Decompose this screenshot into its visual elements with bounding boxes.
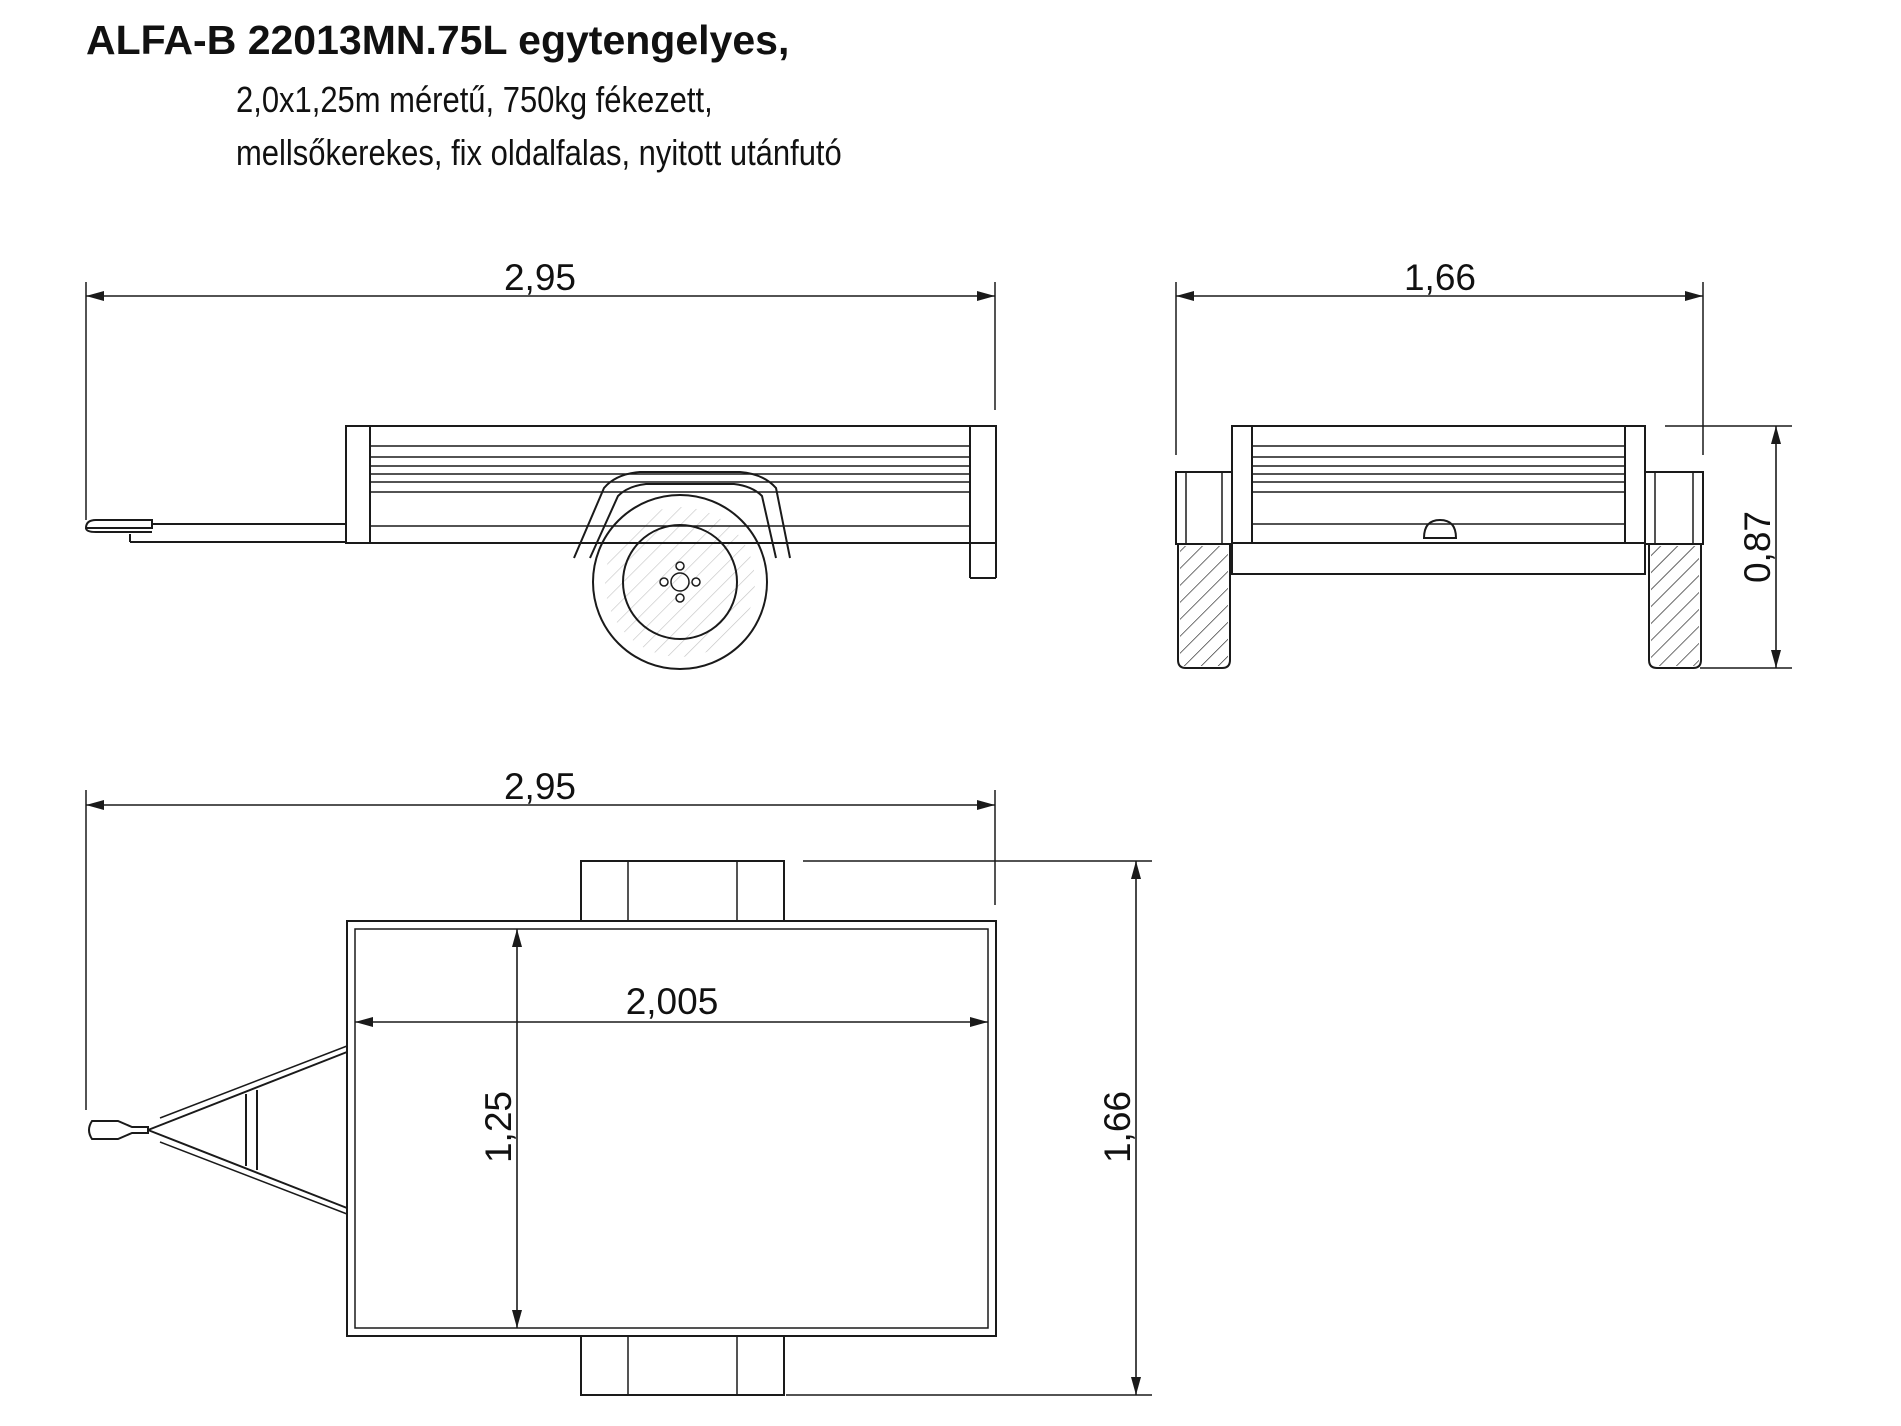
fender bbox=[573, 471, 791, 559]
top-wheel-upper bbox=[580, 860, 785, 922]
top-length-dimension: 2,95 bbox=[85, 766, 996, 1110]
side-length-label: 2,95 bbox=[504, 257, 576, 298]
trailer-body-side bbox=[345, 425, 997, 579]
top-overall-width-dimension: 1,66 bbox=[786, 860, 1152, 1396]
top-overall-width-label: 1,66 bbox=[1097, 1091, 1138, 1163]
top-length-label: 2,95 bbox=[504, 766, 576, 807]
rear-wheel-left bbox=[1175, 471, 1233, 669]
side-length-dimension: 2,95 bbox=[85, 257, 996, 520]
rear-width-label: 1,66 bbox=[1404, 257, 1476, 298]
top-view: 2,95 1,66 bbox=[85, 766, 1152, 1396]
top-inner-width-dimension: 1,25 bbox=[478, 929, 522, 1328]
trailer-body-top bbox=[346, 920, 997, 1337]
side-view: 2,95 bbox=[84, 257, 997, 670]
drawing-title: ALFA-B 22013MN.75L egytengelyes, bbox=[86, 17, 790, 63]
wheel-side bbox=[592, 494, 768, 670]
rear-width-dimension: 1,66 bbox=[1175, 257, 1704, 455]
top-inner-width-label: 1,25 bbox=[478, 1091, 519, 1163]
top-wheel-lower bbox=[580, 1335, 785, 1396]
drawbar bbox=[84, 519, 346, 543]
drawing-subtitle-line-1: 2,0x1,25m méretű, 750kg fékezett, bbox=[236, 79, 713, 120]
rear-height-label: 0,87 bbox=[1737, 511, 1778, 583]
rear-view: 1,66 0,87 bbox=[1175, 257, 1792, 669]
rear-wheel-right bbox=[1644, 471, 1704, 669]
drawing-subtitle-line-2: mellsőkerekes, fix oldalfalas, nyitott u… bbox=[236, 132, 842, 173]
drawbar-top bbox=[88, 1045, 348, 1215]
top-inner-length-label: 2,005 bbox=[626, 981, 719, 1022]
trailer-body-rear bbox=[1231, 425, 1646, 575]
rear-height-dimension: 0,87 bbox=[1665, 425, 1792, 669]
top-inner-length-dimension: 2,005 bbox=[355, 981, 988, 1027]
